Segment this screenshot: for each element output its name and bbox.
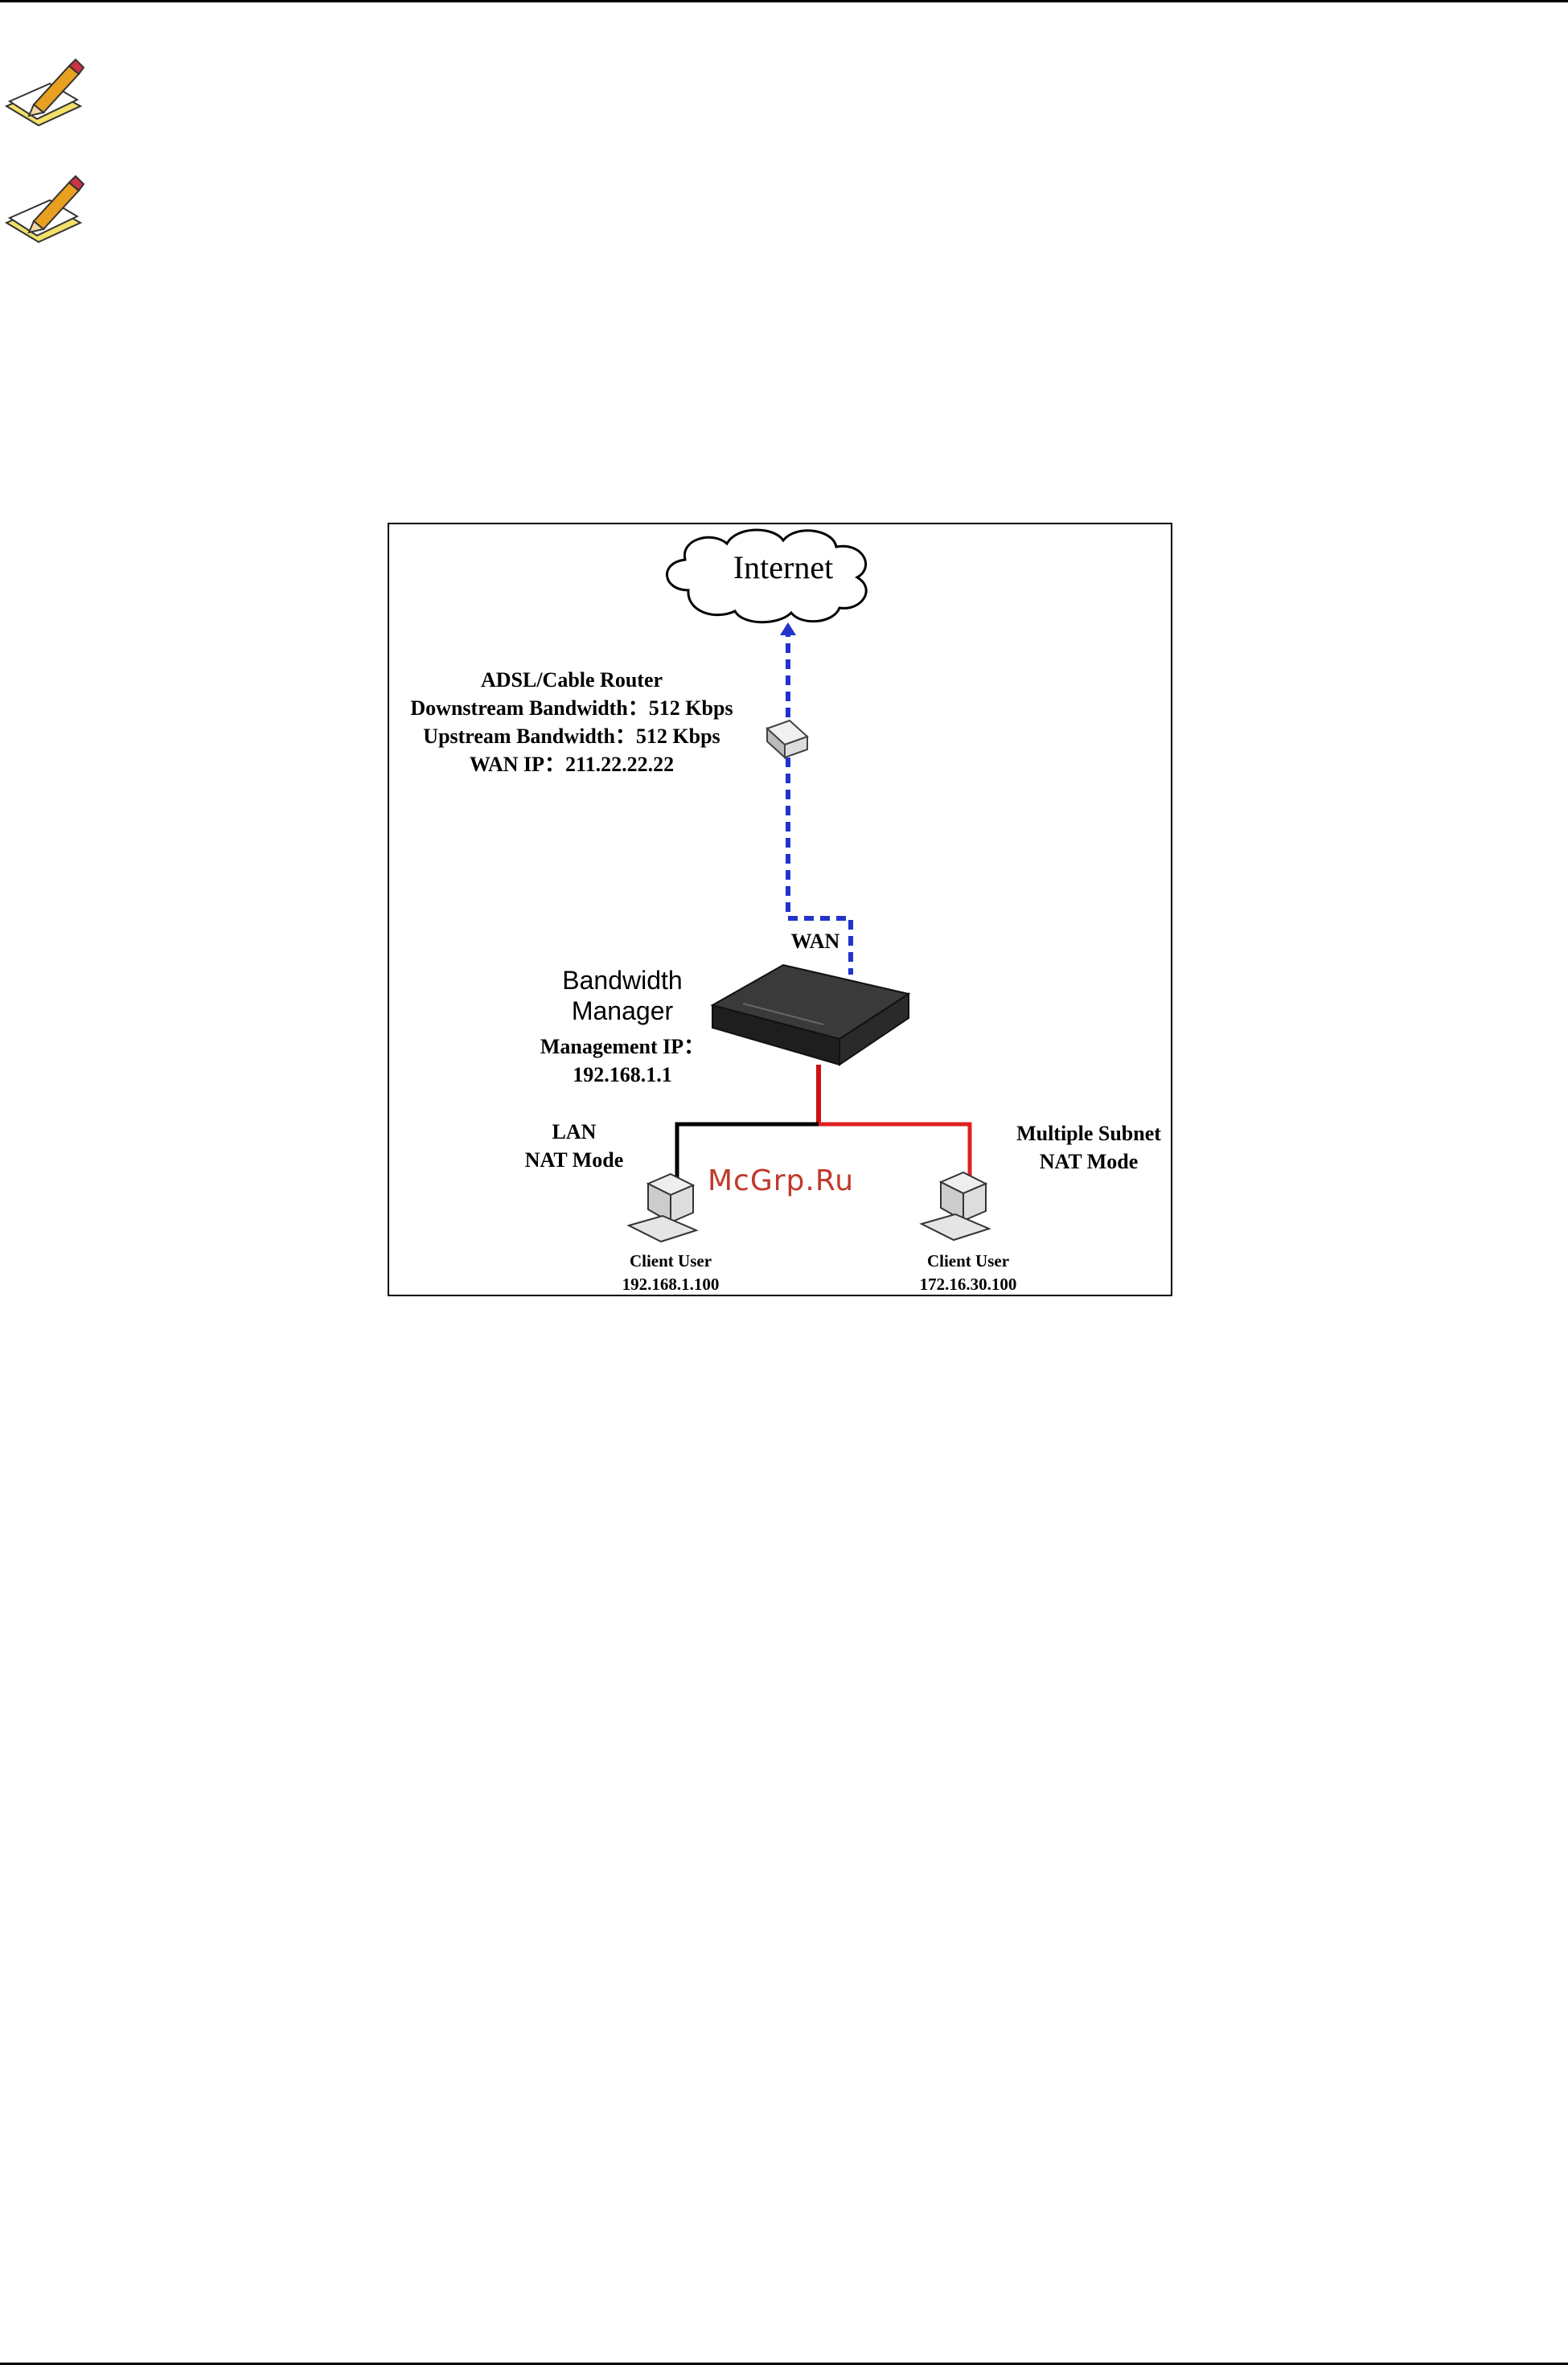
bandwidth-manager-title-line1: Bandwidth (518, 965, 727, 996)
upstream-bandwidth: Upstream Bandwidth：512 Kbps (391, 722, 753, 750)
arrow-up-icon (780, 622, 796, 635)
router-name: ADSL/Cable Router (391, 666, 753, 694)
client-name: Client User (896, 1250, 1041, 1273)
bandwidth-manager-title-line2: Manager (518, 996, 727, 1026)
client-computer-icon (922, 1172, 989, 1240)
client-user-label: Client User 192.168.1.100 (598, 1250, 743, 1296)
note-pencil-icon (2, 56, 85, 130)
bandwidth-manager-device-icon (712, 965, 909, 1065)
downstream-bandwidth: Downstream Bandwidth：512 Kbps (391, 694, 753, 722)
bandwidth-manager-title: Bandwidth Manager (518, 965, 727, 1026)
top-rule (0, 0, 1568, 2)
lan-label-line2: NAT Mode (502, 1146, 646, 1174)
router-info: ADSL/Cable Router Downstream Bandwidth：5… (391, 666, 753, 778)
management-ip: Management IP： 192.168.1.1 (510, 1033, 735, 1089)
client-ip: 172.16.30.100 (896, 1273, 1041, 1296)
multiple-subnet-line2: NAT Mode (1008, 1148, 1169, 1176)
watermark: McGrp.Ru (708, 1164, 854, 1197)
client-user-label: Client User 172.16.30.100 (896, 1250, 1041, 1296)
lan-nat-label: LAN NAT Mode (502, 1118, 646, 1174)
client-ip: 192.168.1.100 (598, 1273, 743, 1296)
client-name: Client User (598, 1250, 743, 1273)
multiple-subnet-label: Multiple Subnet NAT Mode (1008, 1119, 1169, 1176)
wan-label: WAN (783, 930, 848, 954)
wan-link (788, 627, 851, 975)
management-ip-value: 192.168.1.1 (510, 1061, 735, 1089)
client-computer-icon (629, 1174, 696, 1242)
lan-label-line1: LAN (502, 1118, 646, 1146)
adsl-router-icon (767, 721, 807, 758)
internet-label: Internet (679, 548, 888, 586)
bottom-rule (0, 2363, 1568, 2365)
multiple-subnet-line1: Multiple Subnet (1008, 1119, 1169, 1148)
management-ip-label: Management IP： (510, 1033, 735, 1061)
note-pencil-icon (2, 173, 85, 247)
wan-ip: WAN IP：211.22.22.22 (391, 750, 753, 778)
